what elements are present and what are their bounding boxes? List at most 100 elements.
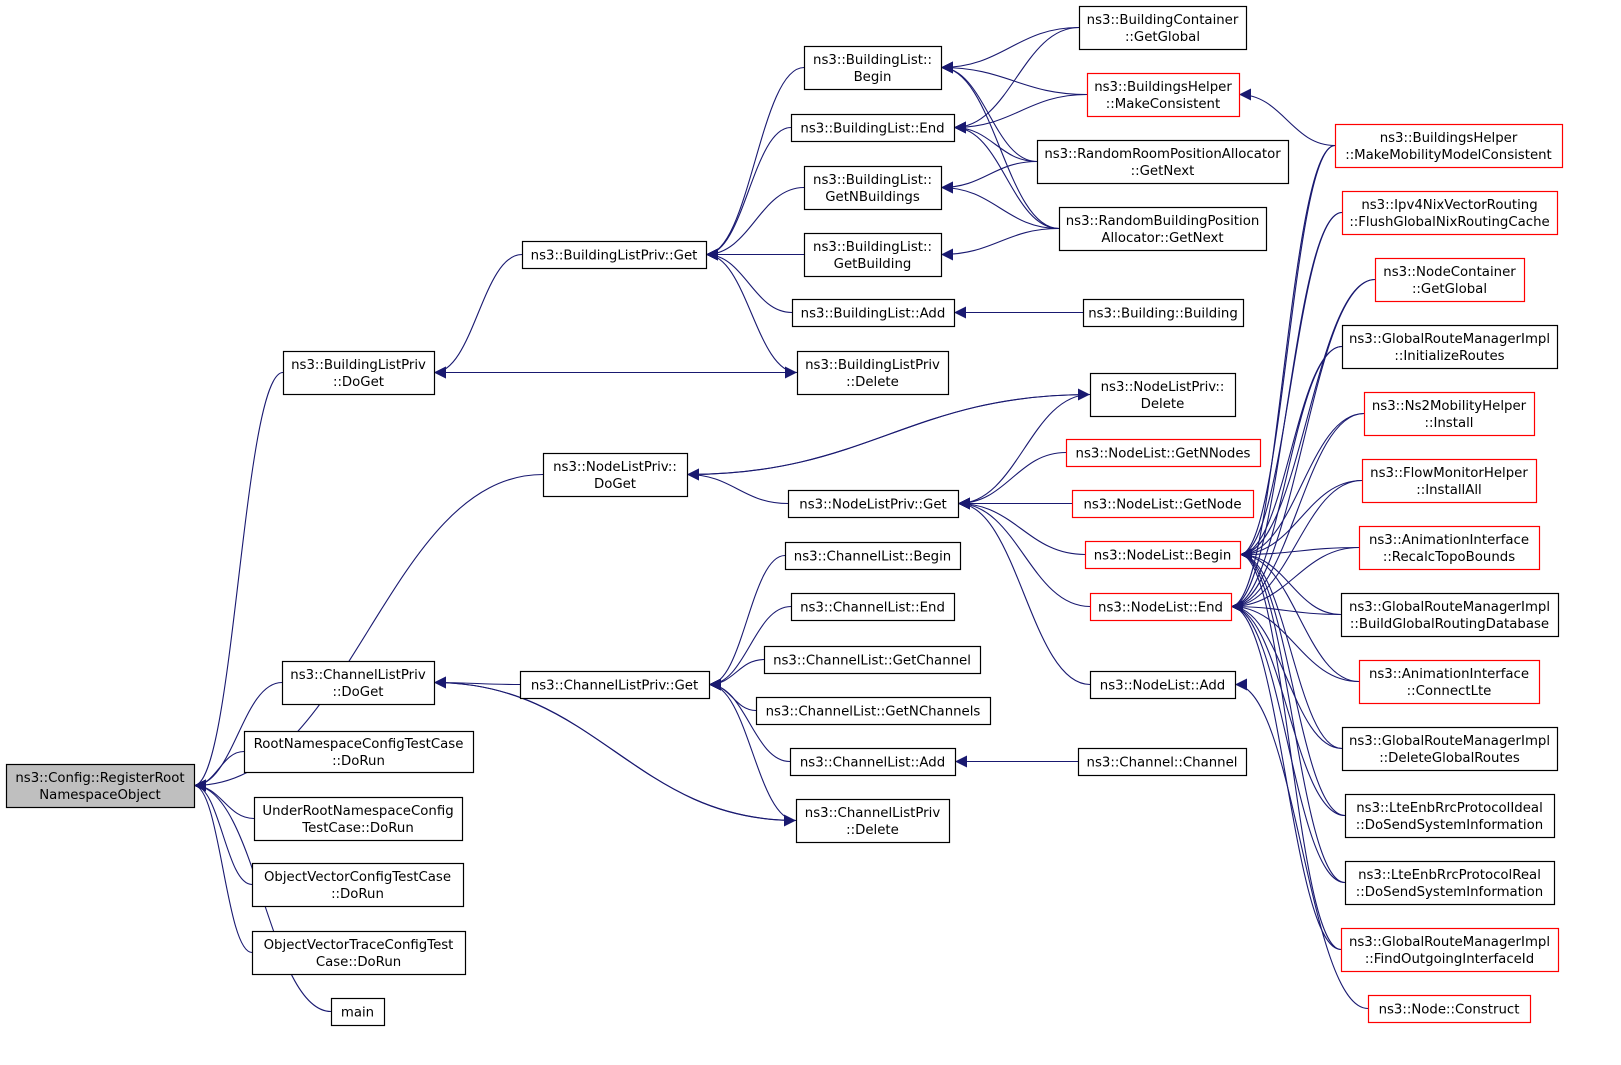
node-nlp_delete[interactable]: ns3::NodeListPriv::Delete bbox=[1089, 372, 1237, 418]
node-anim_lte[interactable]: ns3::AnimationInterface::ConnectLte bbox=[1358, 659, 1541, 705]
node-label: ns3::BuildingList::Add bbox=[801, 307, 946, 322]
edge-ns2_install-to-nl_begin bbox=[1239, 412, 1365, 561]
node-label: ns3::BuildingListPriv::Get bbox=[531, 249, 698, 264]
node-bh_makecons[interactable]: ns3::BuildingsHelper::MakeConsistent bbox=[1086, 72, 1241, 118]
node-nl_getnode[interactable]: ns3::NodeList::GetNode bbox=[1071, 489, 1255, 519]
node-label: ns3::NodeList::Add bbox=[1100, 679, 1225, 694]
node-bl_add[interactable]: ns3::BuildingList::Add bbox=[791, 298, 956, 328]
node-box bbox=[1341, 324, 1559, 370]
node-bl_getb[interactable]: ns3::BuildingList::GetBuilding bbox=[803, 232, 943, 278]
edge-bh_makecons-to-bl_end bbox=[953, 93, 1088, 134]
node-grm_find[interactable]: ns3::GlobalRouteManagerImpl::FindOutgoin… bbox=[1340, 927, 1560, 973]
node-bc_getglobal[interactable]: ns3::BuildingContainer::GetGlobal bbox=[1078, 5, 1248, 51]
node-box bbox=[1089, 372, 1237, 418]
node-label: ::MakeConsistent bbox=[1106, 97, 1220, 112]
node-blp_doget[interactable]: ns3::BuildingListPriv::DoGet bbox=[282, 350, 436, 396]
node-label: ns3::NodeList::GetNNodes bbox=[1076, 447, 1251, 462]
node-label: UnderRootNamespaceConfig bbox=[262, 804, 453, 819]
edge-lte_real-to-nl_end bbox=[1230, 600, 1346, 884]
node-rrpa_getnext[interactable]: ns3::RandomRoomPositionAllocator::GetNex… bbox=[1036, 139, 1290, 185]
node-bl_begin[interactable]: ns3::BuildingList::Begin bbox=[803, 45, 943, 91]
node-label: ::DoGet bbox=[332, 685, 383, 700]
node-label: ns3::BuildingsHelper bbox=[1094, 80, 1232, 95]
node-blp_delete[interactable]: ns3::BuildingListPriv::Delete bbox=[796, 350, 950, 396]
node-cl_getn[interactable]: ns3::ChannelList::GetNChannels bbox=[755, 696, 992, 726]
node-label: ::Delete bbox=[846, 375, 899, 390]
node-box bbox=[791, 298, 956, 328]
node-label: ::InstallAll bbox=[1416, 483, 1481, 498]
node-box bbox=[1367, 994, 1532, 1024]
node-cl_add[interactable]: ns3::ChannelList::Add bbox=[789, 747, 957, 777]
node-box bbox=[789, 747, 957, 777]
node-label: ::DoRun bbox=[332, 754, 385, 769]
node-box bbox=[784, 541, 962, 571]
node-label: ns3::NodeListPriv::Get bbox=[799, 498, 946, 513]
node-fm_installall[interactable]: ns3::FlowMonitorHelper::InstallAll bbox=[1361, 458, 1538, 504]
node-clp_get[interactable]: ns3::ChannelListPriv::Get bbox=[519, 670, 711, 700]
node-clp_delete[interactable]: ns3::ChannelListPriv::Delete bbox=[795, 798, 951, 844]
node-nlp_get[interactable]: ns3::NodeListPriv::Get bbox=[787, 489, 960, 519]
node-box bbox=[1071, 489, 1255, 519]
edge-grm_build-to-nl_begin bbox=[1239, 548, 1342, 616]
node-cl_getch[interactable]: ns3::ChannelList::GetChannel bbox=[763, 645, 982, 675]
node-node_construct[interactable]: ns3::Node::Construct bbox=[1367, 994, 1532, 1024]
node-grm_init[interactable]: ns3::GlobalRouteManagerImpl::InitializeR… bbox=[1341, 324, 1559, 370]
edge-nl_begin-to-nlp_get bbox=[957, 497, 1086, 556]
node-box bbox=[795, 798, 951, 844]
node-box bbox=[796, 350, 950, 396]
node-clp_doget[interactable]: ns3::ChannelListPriv::DoGet bbox=[281, 660, 436, 706]
node-channel[interactable]: ns3::Channel::Channel bbox=[1077, 747, 1248, 777]
edge-lte_real-to-nl_begin bbox=[1239, 548, 1346, 884]
node-nl_begin[interactable]: ns3::NodeList::Begin bbox=[1084, 540, 1242, 570]
node-box bbox=[5, 763, 196, 809]
node-box bbox=[1361, 458, 1538, 504]
node-cl_begin[interactable]: ns3::ChannelList::Begin bbox=[784, 541, 962, 571]
edge-bh_mobility-to-nl_end bbox=[1230, 144, 1336, 613]
node-box bbox=[1078, 5, 1248, 51]
node-label: ::MakeMobilityModelConsistent bbox=[1345, 148, 1552, 163]
node-bl_end[interactable]: ns3::BuildingList::End bbox=[790, 113, 956, 143]
node-nl_end[interactable]: ns3::NodeList::End bbox=[1089, 592, 1233, 622]
node-lte_ideal[interactable]: ns3::LteEnbRrcProtocolIdeal::DoSendSyste… bbox=[1344, 793, 1556, 839]
node-box bbox=[251, 862, 465, 908]
node-rbpa_getnext[interactable]: ns3::RandomBuildingPositionAllocator::Ge… bbox=[1058, 206, 1268, 252]
node-ns2_install[interactable]: ns3::Ns2MobilityHelper::Install bbox=[1363, 391, 1536, 437]
node-label: ::DeleteGlobalRoutes bbox=[1379, 751, 1520, 766]
node-nlp_doget[interactable]: ns3::NodeListPriv::DoGet bbox=[542, 452, 689, 498]
edge-lte_ideal-to-nl_end bbox=[1230, 600, 1346, 817]
node-box bbox=[803, 232, 943, 278]
node-nl_getnn[interactable]: ns3::NodeList::GetNNodes bbox=[1065, 438, 1262, 468]
node-nl_add[interactable]: ns3::NodeList::Add bbox=[1089, 670, 1237, 700]
node-label: ::FlushGlobalNixRoutingCache bbox=[1349, 215, 1549, 230]
node-building[interactable]: ns3::Building::Building bbox=[1082, 298, 1245, 328]
node-grm_delete[interactable]: ns3::GlobalRouteManagerImpl::DeleteGloba… bbox=[1341, 726, 1559, 772]
node-label: ns3::GlobalRouteManagerImpl bbox=[1349, 332, 1550, 347]
edge-ns2_install-to-nl_end bbox=[1230, 412, 1365, 613]
node-box bbox=[1340, 927, 1560, 973]
node-blp_get[interactable]: ns3::BuildingListPriv::Get bbox=[521, 240, 708, 270]
node-bl_getn[interactable]: ns3::BuildingList::GetNBuildings bbox=[803, 165, 943, 211]
node-ipv4nix[interactable]: ns3::Ipv4NixVectorRouting::FlushGlobalNi… bbox=[1341, 190, 1559, 236]
node-label: ns3::Ipv4NixVectorRouting bbox=[1361, 198, 1537, 213]
node-label: ::DoSendSystemInformation bbox=[1356, 885, 1543, 900]
node-box bbox=[790, 592, 956, 622]
node-lte_real[interactable]: ns3::LteEnbRrcProtocolReal::DoSendSystem… bbox=[1344, 860, 1556, 906]
node-grm_build[interactable]: ns3::GlobalRouteManagerImpl::BuildGlobal… bbox=[1340, 592, 1560, 638]
node-nc_getglobal[interactable]: ns3::NodeContainer::GetGlobal bbox=[1374, 257, 1526, 303]
node-label: RootNamespaceConfigTestCase bbox=[254, 737, 464, 752]
node-box bbox=[253, 796, 464, 842]
node-box bbox=[1065, 438, 1262, 468]
node-anim_recalc[interactable]: ns3::AnimationInterface::RecalcTopoBound… bbox=[1358, 525, 1541, 571]
node-cl_end[interactable]: ns3::ChannelList::End bbox=[790, 592, 956, 622]
node-bh_mobility[interactable]: ns3::BuildingsHelper::MakeMobilityModelC… bbox=[1334, 123, 1564, 169]
edge-bl_add-to-blp_get bbox=[705, 248, 793, 314]
node-label: ns3::FlowMonitorHelper bbox=[1370, 466, 1528, 481]
edge-rrpa_getnext-to-bl_end bbox=[953, 121, 1038, 163]
node-main[interactable]: main bbox=[330, 997, 386, 1027]
node-rootns[interactable]: RootNamespaceConfigTestCase::DoRun bbox=[243, 730, 475, 774]
node-objvec[interactable]: ObjectVectorConfigTestCase::DoRun bbox=[251, 862, 465, 908]
